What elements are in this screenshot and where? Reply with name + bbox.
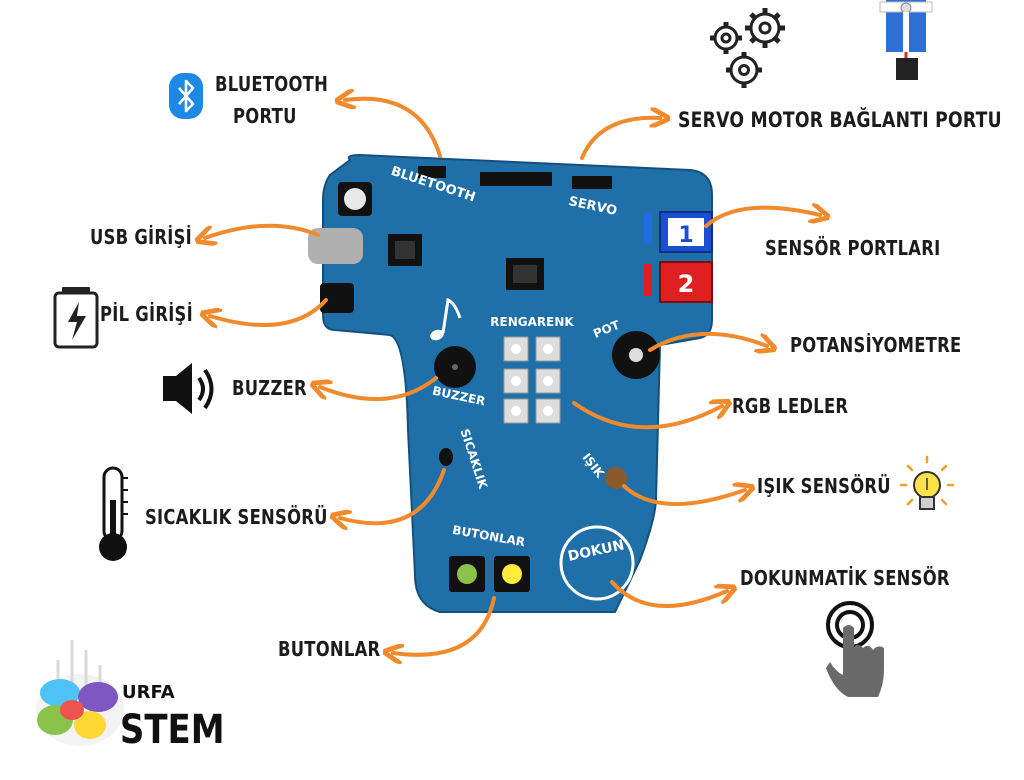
rgb-led-grid	[503, 336, 561, 424]
battery-input-label: PİL GİRİŞİ	[100, 302, 193, 326]
arrow-battery	[210, 298, 328, 325]
arrow-buzzer	[320, 376, 438, 402]
usb-connector	[308, 228, 363, 264]
bluetooth-port-label: BLUETOOTH PORTU	[215, 68, 328, 132]
board-rgb-text: RENGARENK	[490, 315, 574, 329]
temperature-sensor-label: SICAKLIK SENSÖRÜ	[145, 505, 328, 529]
arrow-temperature	[340, 468, 446, 523]
gears-icon	[710, 8, 785, 88]
usb-input-label: USB GİRİŞİ	[90, 225, 193, 249]
bluetooth-icon	[169, 73, 203, 119]
temperature-sensor	[439, 448, 453, 466]
arrow-bluetooth	[345, 99, 442, 158]
port1-number: 1	[678, 223, 693, 248]
bluetooth-header	[418, 166, 446, 178]
light-sensor	[605, 467, 627, 489]
button-right[interactable]	[502, 564, 522, 584]
rgb-leds-label: RGB LEDLER	[732, 394, 849, 418]
chip-left	[388, 234, 422, 266]
arrow-servo	[580, 118, 660, 160]
thermometer-icon	[99, 466, 128, 561]
buzzer-hole	[452, 364, 458, 370]
buzzer-label: BUZZER	[232, 376, 307, 400]
battery-icon	[53, 287, 99, 349]
logo-line2: STEM	[120, 706, 225, 752]
bluetooth-port-label-line1: BLUETOOTH	[215, 72, 329, 96]
port1-indicator	[644, 212, 652, 244]
buttons-label: BUTONLAR	[278, 637, 381, 661]
main-header	[480, 172, 552, 186]
button-left[interactable]	[457, 564, 477, 584]
arrow-usb	[205, 223, 320, 238]
light-sensor-label: IŞIK SENSÖRÜ	[757, 474, 891, 498]
port2-indicator	[644, 264, 652, 296]
servo-motor-icon	[879, 0, 933, 80]
port2-block	[659, 261, 713, 303]
arrow-light	[622, 486, 745, 506]
battery-connector	[320, 283, 354, 313]
port2-number: 2	[678, 270, 695, 298]
potentiometer-label: POTANSİYOMETRE	[790, 333, 962, 357]
arrow-rgb	[572, 403, 722, 430]
touch-pad[interactable]	[559, 525, 635, 601]
servo-port-label: SERVO MOTOR BAĞLANTI PORTU	[678, 108, 1002, 132]
sensor-ports-label: SENSÖR PORTLARI	[765, 236, 941, 260]
speaker-icon	[163, 363, 214, 414]
potentiometer-center	[629, 348, 643, 362]
arrow-potentiometer	[648, 332, 767, 350]
touch-icon	[826, 601, 884, 697]
touch-sensor-label: DOKUNMATİK SENSÖR	[740, 566, 950, 590]
logo-line1: URFA	[122, 682, 175, 703]
arrow-touch	[610, 580, 727, 608]
light-bulb-icon	[899, 455, 955, 510]
arrows	[205, 99, 820, 655]
servo-header	[572, 176, 612, 189]
port1-label-box	[668, 218, 704, 246]
chip-center	[506, 258, 544, 290]
bluetooth-port-label-line2: PORTU	[233, 104, 297, 128]
music-note-icon	[430, 297, 462, 341]
urfa-stem-logo: URFA STEM	[36, 640, 225, 753]
reset-button	[344, 188, 366, 210]
arrow-sensor-ports	[704, 208, 820, 228]
arrow-buttons	[393, 596, 496, 655]
